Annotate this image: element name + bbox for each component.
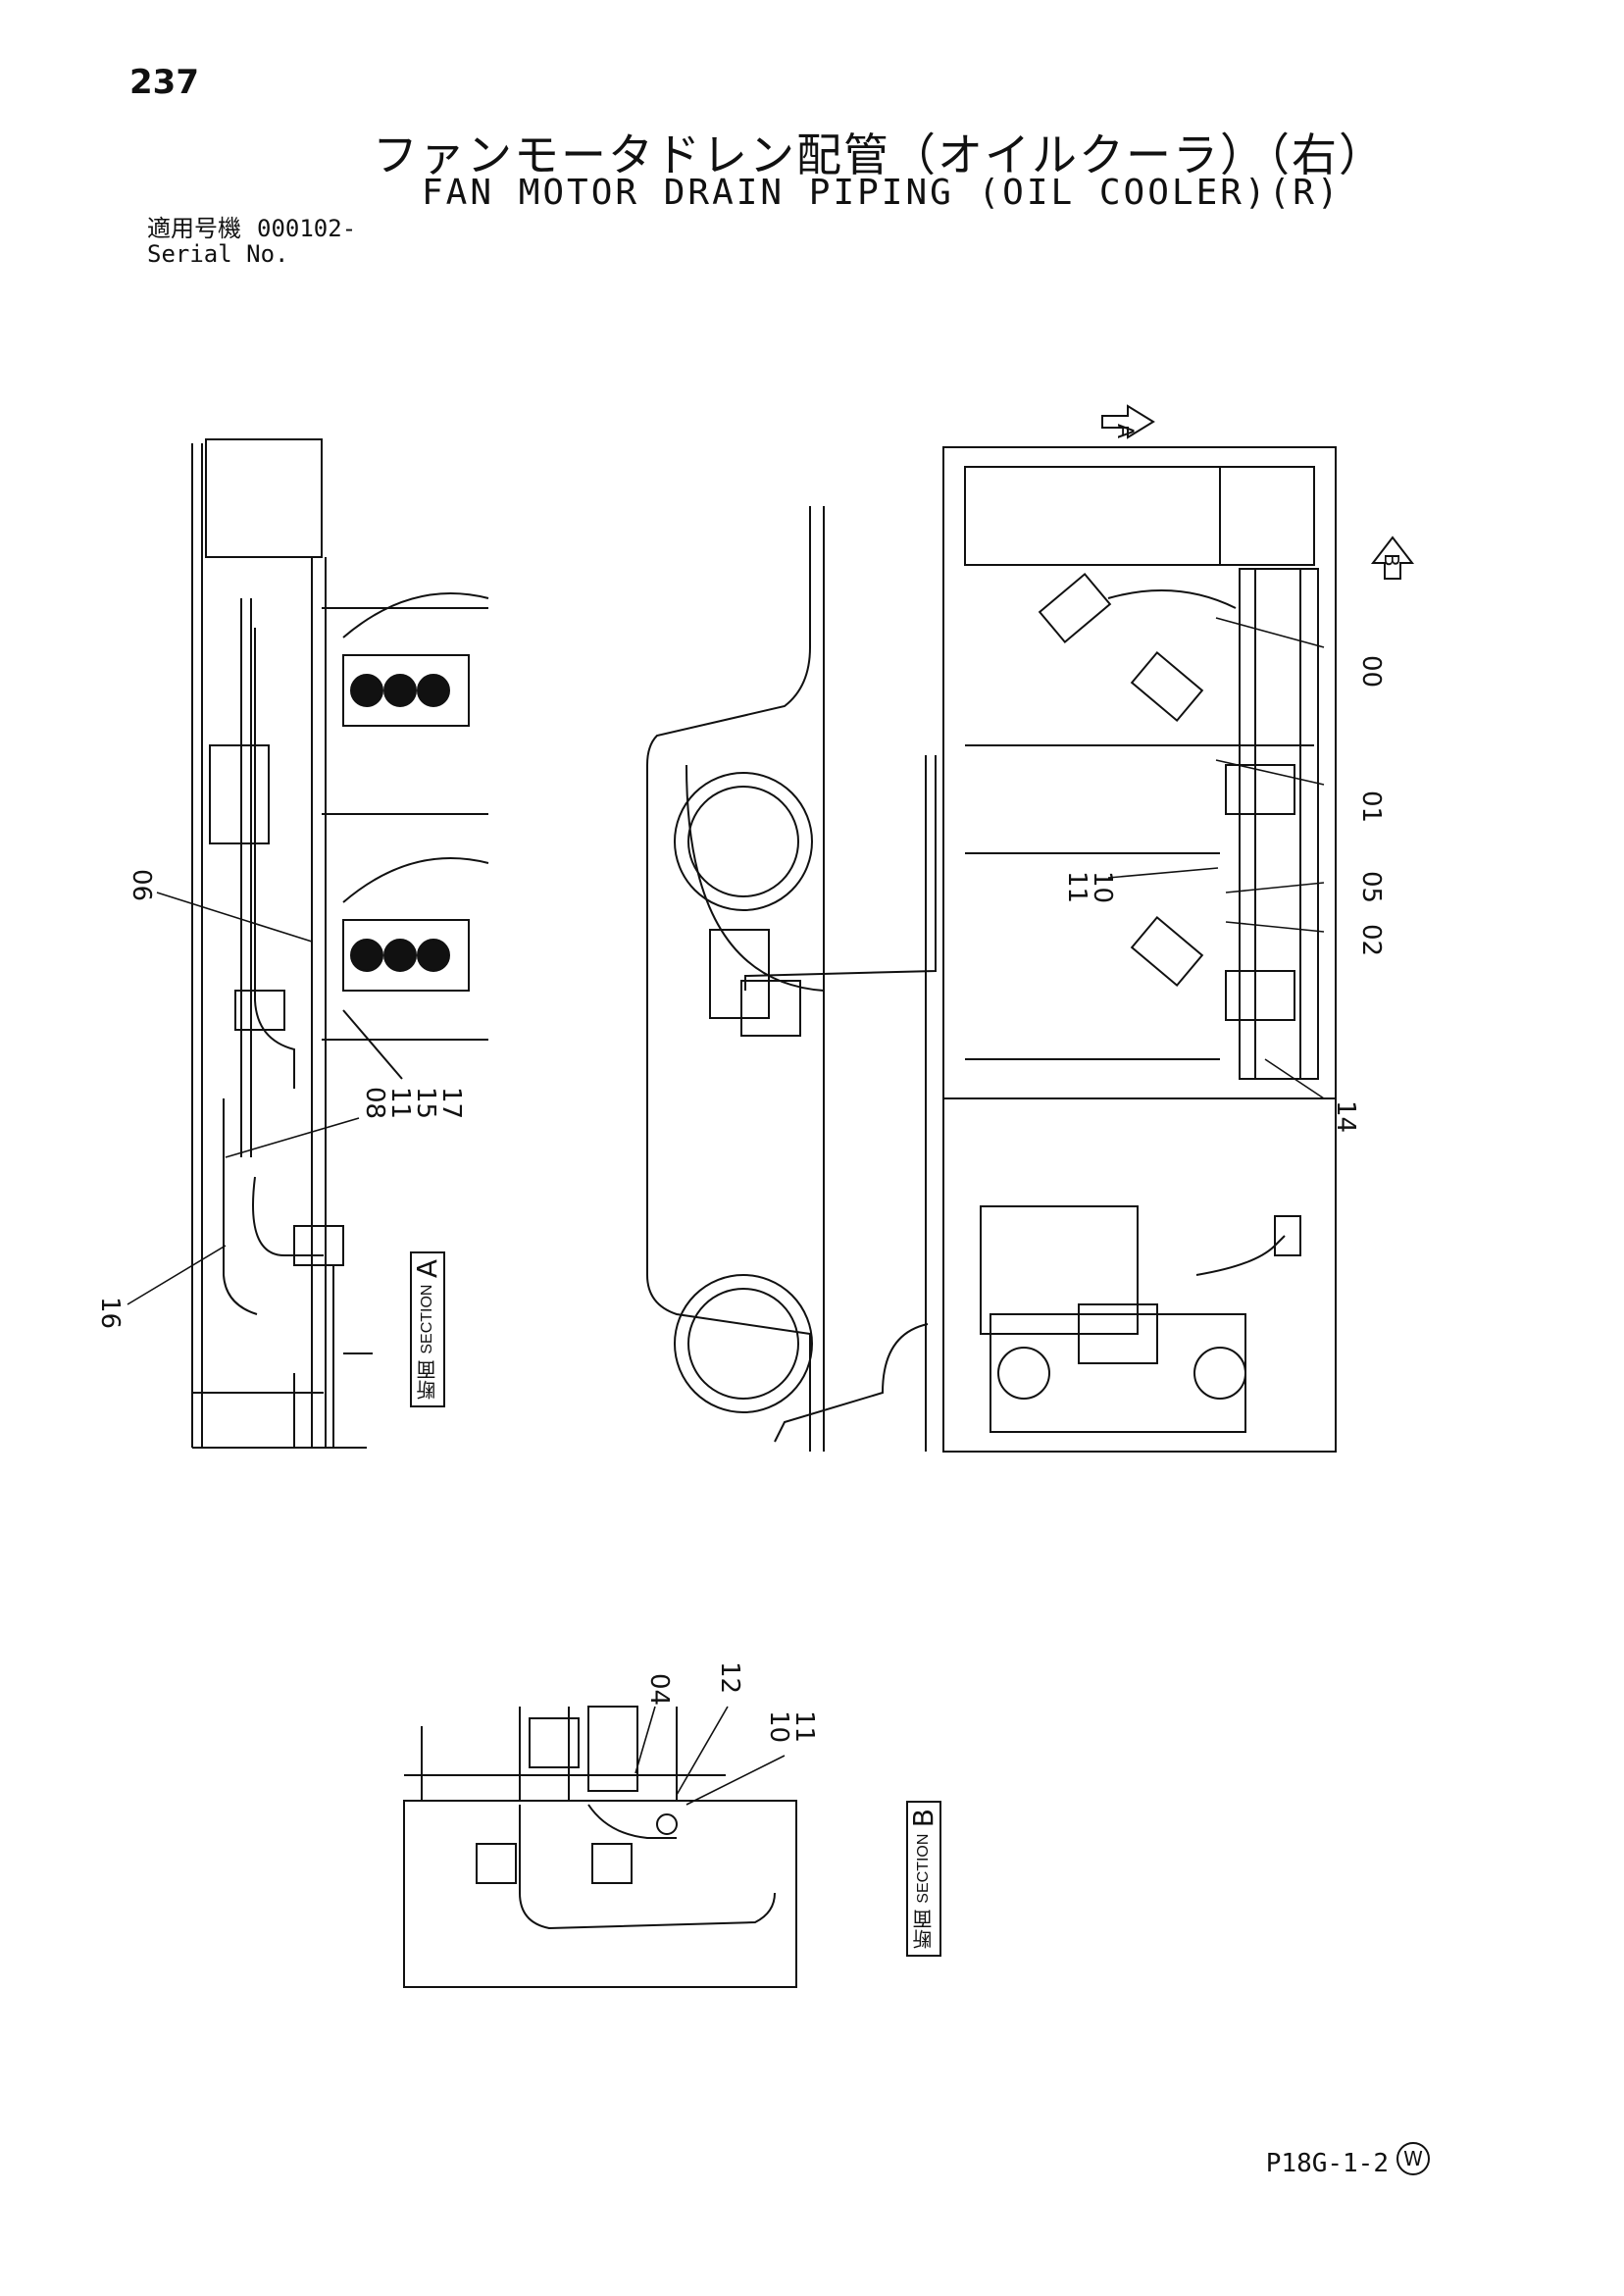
callout-11: 11 <box>1062 871 1091 903</box>
callout-17: 17 <box>436 1087 466 1119</box>
section-a-label: 断面 SECTION A <box>410 1251 445 1407</box>
callout-16: 16 <box>95 1297 125 1329</box>
callout-08: 08 <box>360 1087 389 1119</box>
callout-00: 00 <box>1356 655 1386 688</box>
callout-05: 05 <box>1356 871 1386 903</box>
serial-block: 適用号機 000102- Serial No. <box>147 216 356 267</box>
callout-01: 01 <box>1356 791 1386 823</box>
section-a-view <box>191 438 489 1449</box>
title-english: FAN MOTOR DRAIN PIPING (OIL COOLER)(R) <box>422 173 1342 213</box>
callout-04: 04 <box>644 1673 674 1706</box>
section-b-jp: 断面 <box>912 1910 936 1950</box>
footer-code: P18G-1-2 <box>1265 2149 1389 2178</box>
title-japanese: ファンモータドレン配管（オイルクーラ）（右） <box>373 128 1386 181</box>
page-number: 237 <box>129 63 199 102</box>
callout-12: 12 <box>715 1661 744 1694</box>
leader-lines <box>127 617 1325 1806</box>
section-a-en: SECTION <box>419 1284 435 1354</box>
serial-value: 000102- <box>257 215 357 242</box>
section-b-letter: B <box>907 1809 939 1828</box>
section-a-letter: A <box>411 1259 443 1279</box>
w-mark: W <box>1396 2142 1430 2175</box>
view-b-letter: B <box>1380 553 1403 567</box>
serial-label-jp: 適用号機 <box>147 215 241 242</box>
section-b-view <box>403 1706 797 1988</box>
view-arrows <box>1101 404 1415 580</box>
section-b-en: SECTION <box>915 1833 932 1904</box>
serial-label-en: Serial No. <box>147 240 289 268</box>
callout-11-a: 11 <box>385 1087 415 1119</box>
section-a-jp: 断面 <box>416 1360 439 1400</box>
main-view <box>646 446 1337 1453</box>
callout-10: 10 <box>1088 871 1117 903</box>
callout-06: 06 <box>127 869 156 901</box>
callout-15: 15 <box>411 1087 440 1119</box>
section-b-label: 断面 SECTION B <box>906 1801 941 1958</box>
callout-02: 02 <box>1356 924 1386 956</box>
callout-10-b: 10 <box>764 1710 793 1743</box>
view-a-letter: A <box>1112 424 1137 438</box>
callout-14: 14 <box>1331 1100 1360 1133</box>
callout-11-b: 11 <box>789 1710 819 1743</box>
